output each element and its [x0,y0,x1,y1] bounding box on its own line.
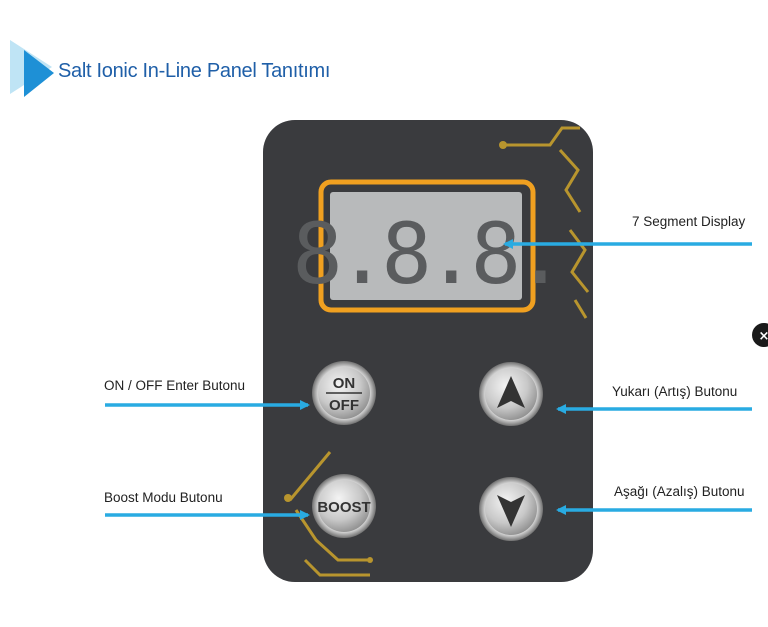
up-button[interactable] [479,362,543,426]
arrow-down-icon [497,495,525,527]
close-icon[interactable]: × [752,323,768,347]
onoff-enter-button[interactable]: ON OFF [312,361,376,425]
circuit-traces [288,126,590,577]
display-label: 7 Segment Display [632,214,746,229]
onoff-label-on: ON [333,375,356,392]
onoff-label: ON / OFF Enter Butonu [104,378,246,393]
callout-arrows [105,239,752,520]
seven-segment-digits: 8.8.8. [292,205,559,303]
page-title: Salt Ionic In-Line Panel Tanıtımı [58,60,331,82]
control-panel [263,120,593,582]
lcd-screen [330,192,522,300]
down-button[interactable] [479,477,543,541]
arrow-up-icon [497,376,525,408]
play-icon [10,40,54,97]
svg-text:×: × [759,329,768,344]
circuit-dots [284,141,507,563]
boost-label: BOOST [317,499,370,516]
boost-button[interactable]: BOOST [312,474,376,538]
display-frame [318,179,536,313]
down-label: Aşağı (Azalış) Butonu [614,484,745,499]
boost-mode-label: Boost Modu Butonu [104,490,223,505]
onoff-label-off: OFF [329,397,359,414]
up-label: Yukarı (Artış) Butonu [612,384,738,399]
